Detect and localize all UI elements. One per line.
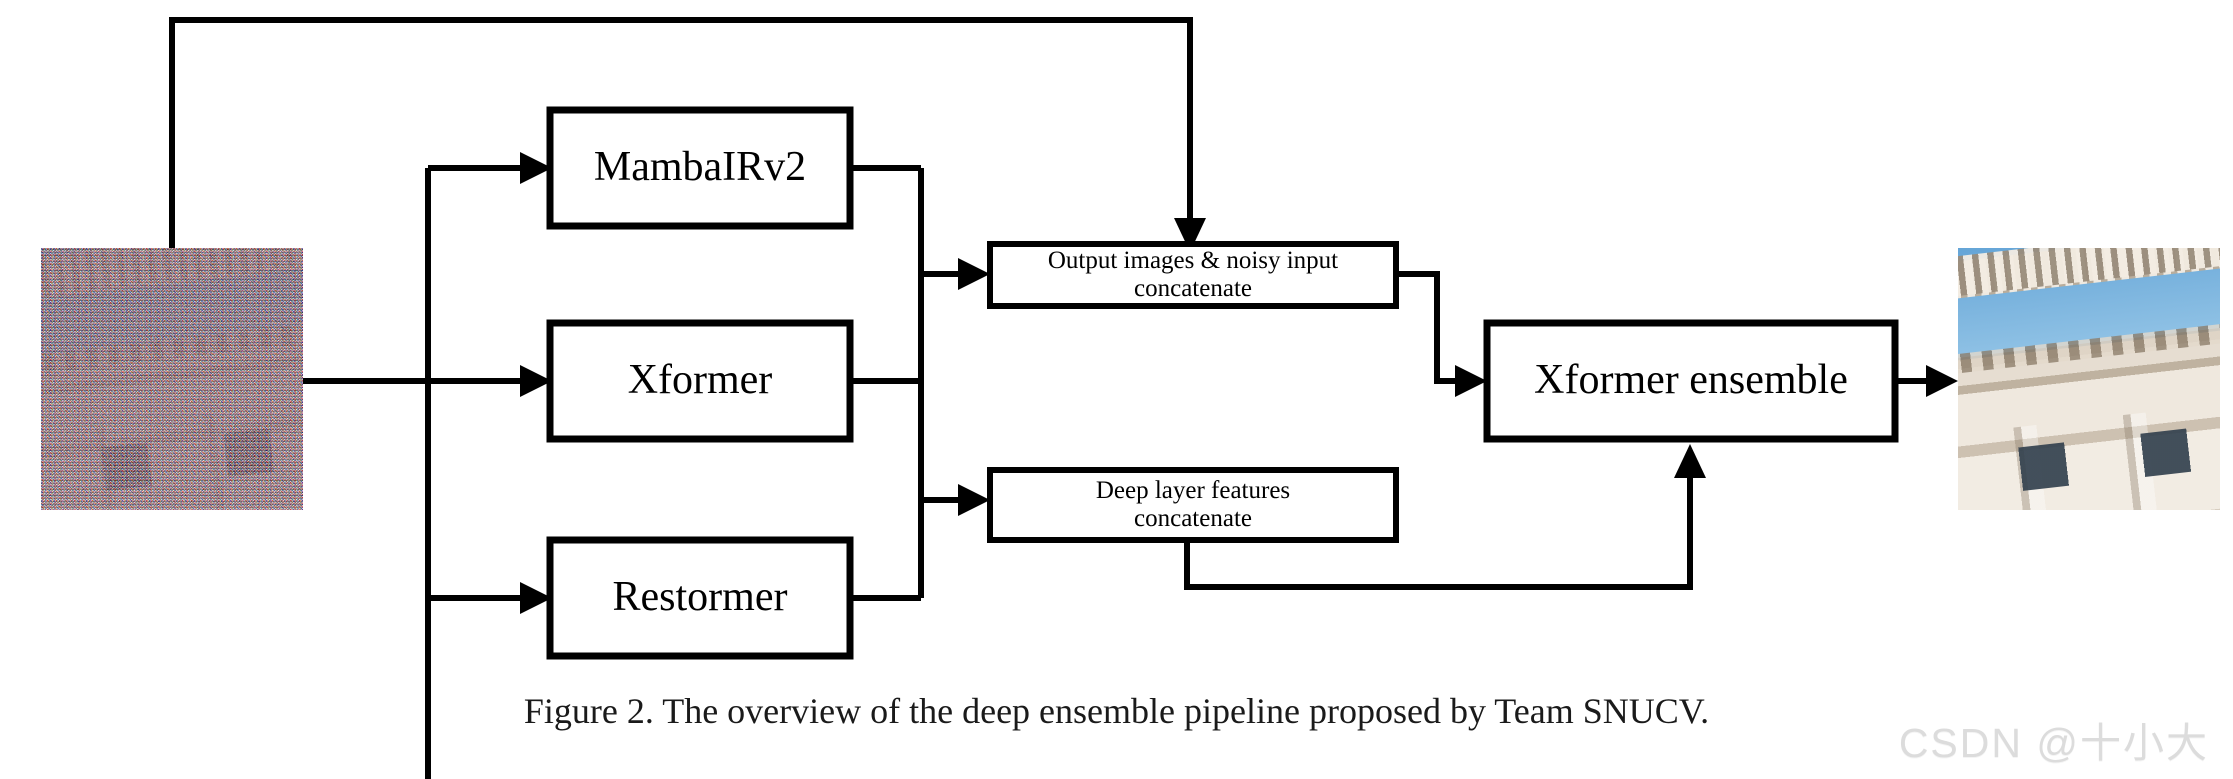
clean-output-render [1958, 248, 2220, 510]
edge-feature-concat-to-ensemble [1184, 444, 1706, 590]
facade-balustrade-clean [1958, 248, 2220, 309]
node-feature-concat[interactable] [987, 467, 1399, 543]
noisy-input-render [41, 248, 303, 510]
edge-ensemble-to-output-image [1895, 365, 1958, 397]
noise-overlay-fine [41, 248, 303, 510]
node-restormer[interactable] [546, 536, 854, 660]
noisy-input-image [41, 248, 303, 510]
edge-output-concat-to-ensemble [1396, 271, 1487, 397]
csdn-watermark: CSDN @十小大 [1898, 720, 2209, 766]
figure-caption: Figure 2. The overview of the deep ensem… [523, 691, 1710, 731]
node-xformer[interactable] [546, 319, 854, 443]
clean-output-image [1958, 248, 2220, 510]
node-output-concat[interactable] [987, 241, 1399, 309]
node-xformer-ensemble[interactable] [1483, 319, 1899, 443]
edge-input-to-output-concat [169, 17, 1206, 252]
noise-overlay-coarse [41, 248, 303, 510]
node-mambairv2[interactable] [546, 106, 854, 230]
edge-input-fanout [303, 152, 552, 779]
facade-base-clean [1958, 248, 2220, 510]
edge-models-merge-bus [848, 165, 990, 601]
